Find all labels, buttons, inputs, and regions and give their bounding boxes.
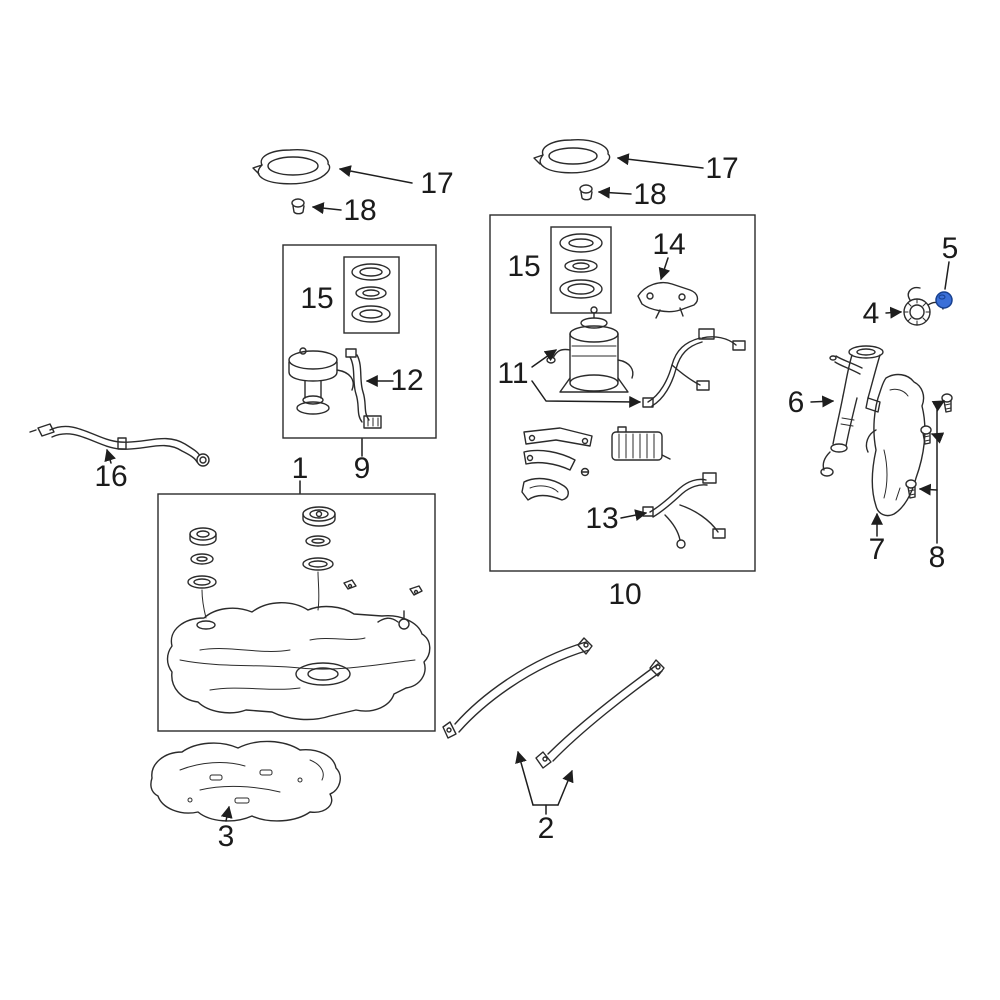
part-9-fuel-pump-art xyxy=(288,347,354,415)
group-box-seals-left xyxy=(343,256,400,334)
part-8-bolts-art xyxy=(905,393,953,499)
leader-16 xyxy=(104,448,116,464)
callout-2[interactable]: 2 xyxy=(537,812,555,845)
leader-18-center xyxy=(597,186,632,199)
part-17-gasket-center-art xyxy=(533,138,611,174)
callout-9[interactable]: 9 xyxy=(353,452,371,485)
callout-5[interactable]: 5 xyxy=(941,232,959,265)
callout-15-left[interactable]: 15 xyxy=(300,282,334,315)
callout-12[interactable]: 12 xyxy=(390,364,424,397)
callout-18-center[interactable]: 18 xyxy=(633,178,667,211)
callout-6[interactable]: 6 xyxy=(787,386,805,419)
callout-8[interactable]: 8 xyxy=(928,541,946,574)
part-12-fuel-sender-art xyxy=(345,348,382,429)
part-6-filler-pipe-art xyxy=(820,345,884,477)
part-brackets-mid-art xyxy=(521,426,671,501)
part-13-harness-art xyxy=(642,472,726,549)
part-18-bolt-left-art xyxy=(291,198,305,215)
part-15-seals-left-art xyxy=(351,263,391,323)
part-14-bracket-art xyxy=(637,281,699,319)
part-seal-stack-left-art xyxy=(187,527,217,589)
part-11-fuel-filter-art xyxy=(546,306,634,393)
leader-5 xyxy=(944,261,950,290)
part-5-grommet-art[interactable] xyxy=(935,291,953,309)
leader-17-left xyxy=(338,165,413,184)
leader-11-harness xyxy=(531,380,642,408)
callout-18-left[interactable]: 18 xyxy=(343,194,377,227)
leader-6 xyxy=(810,395,835,408)
group-box-pump-set xyxy=(489,214,756,572)
callout-14[interactable]: 14 xyxy=(652,228,686,261)
leader-13 xyxy=(620,509,648,522)
part-1-fuel-tank-art xyxy=(166,571,431,721)
part-18-bolt-center-art xyxy=(579,184,593,201)
callout-15-center[interactable]: 15 xyxy=(507,250,541,283)
leader-4 xyxy=(885,306,903,319)
callout-17-left[interactable]: 17 xyxy=(420,167,454,200)
part-3-heat-shield-art xyxy=(150,740,341,822)
leader-14 xyxy=(658,257,671,281)
group-box-seals-center xyxy=(550,226,612,314)
callout-10[interactable]: 10 xyxy=(608,578,642,611)
part-2-tank-straps-art xyxy=(442,637,665,769)
part-11-harness-art xyxy=(642,328,746,408)
leader-8 xyxy=(918,400,946,544)
callout-7[interactable]: 7 xyxy=(868,533,886,566)
group-box-fuel-tank xyxy=(157,493,436,732)
group-box-pump-module xyxy=(282,244,437,439)
callout-4[interactable]: 4 xyxy=(862,297,880,330)
callout-3[interactable]: 3 xyxy=(217,820,235,853)
leader-11-filter xyxy=(531,349,557,368)
part-tank-clips-art xyxy=(343,579,423,596)
part-seal-stack-right-art xyxy=(302,506,336,571)
part-4-fuel-cap-art xyxy=(903,286,944,326)
leader-18-left xyxy=(311,202,342,215)
leader-17-center xyxy=(616,153,704,169)
callout-17-center[interactable]: 17 xyxy=(705,152,739,185)
callout-13[interactable]: 13 xyxy=(585,502,619,535)
callout-11[interactable]: 11 xyxy=(497,357,529,390)
callout-16[interactable]: 16 xyxy=(94,460,128,493)
part-15-seals-center-art xyxy=(559,233,603,299)
leader-2 xyxy=(515,750,574,815)
leader-3 xyxy=(220,805,233,822)
callout-1[interactable]: 1 xyxy=(291,452,309,485)
part-7-pipe-shield-art xyxy=(865,373,926,517)
part-17-gasket-left-art xyxy=(252,148,331,185)
part-16-fuel-hose-art xyxy=(29,423,210,467)
